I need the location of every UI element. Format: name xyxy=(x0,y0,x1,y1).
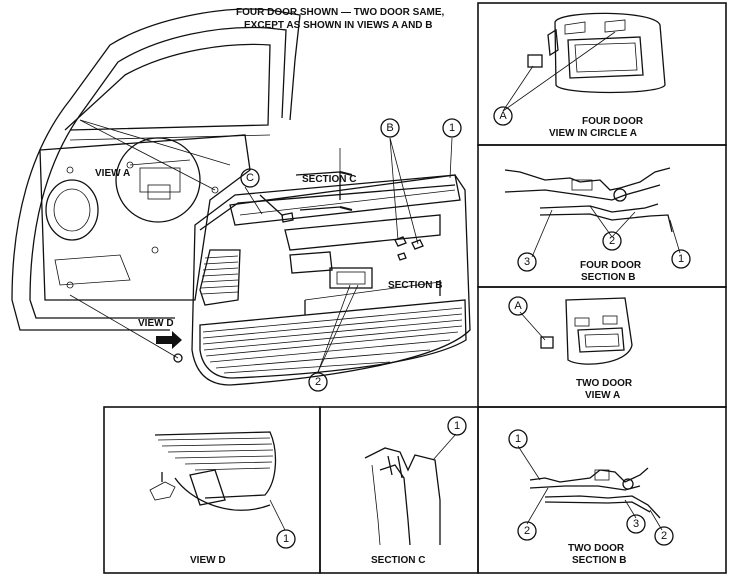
panel2-callout-1: 1 xyxy=(678,253,684,265)
panel1-line2: VIEW IN CIRCLE A xyxy=(549,128,637,139)
section-b-label: SECTION B xyxy=(388,280,442,291)
screw-c xyxy=(259,194,294,223)
panel-c-label: SECTION C xyxy=(371,555,425,566)
panel2-callout-3: 3 xyxy=(524,256,530,268)
main-exploded-view: VIEW A xyxy=(11,8,471,392)
panel1-line1: FOUR DOOR xyxy=(582,116,644,127)
panel4-callout-3: 3 xyxy=(633,518,639,530)
view-d-label: VIEW D xyxy=(138,318,174,329)
panel-d-callout-1: 1 xyxy=(283,533,289,545)
callout-2: 2 xyxy=(315,376,321,388)
header-note-line1: FOUR DOOR SHOWN — TWO DOOR SAME, xyxy=(236,7,445,18)
view-a-circle xyxy=(115,137,201,223)
callout-1: 1 xyxy=(449,122,455,134)
panel-four-door-view-a: A FOUR DOOR VIEW IN CIRCLE A xyxy=(477,2,727,146)
panel-two-door-section-b: 1 2 3 2 TWO DOOR SECTION B xyxy=(477,406,727,574)
panel4-line2: SECTION B xyxy=(572,555,626,566)
panel3-line2: VIEW A xyxy=(585,390,620,401)
panel2-line1: FOUR DOOR xyxy=(580,260,642,271)
view-d-ribs xyxy=(157,437,274,471)
panel3-callout-a: A xyxy=(514,300,522,312)
callout-c: C xyxy=(246,172,254,184)
panel4-callout-1: 1 xyxy=(515,433,521,445)
grille-lines xyxy=(200,255,239,295)
pocket-ribs xyxy=(202,307,463,374)
panel-section-c: 1 SECTION C xyxy=(319,406,479,574)
view-d-arrow xyxy=(156,331,182,349)
panel-two-door-view-a: A TWO DOOR VIEW A xyxy=(477,286,727,408)
panel4-callout-2b: 2 xyxy=(661,530,667,542)
speaker-grille xyxy=(199,249,241,306)
callout-b: B xyxy=(386,122,393,134)
panel-c-callout-1: 1 xyxy=(454,420,460,432)
map-pocket xyxy=(199,299,467,379)
panel4-line1: TWO DOOR xyxy=(568,543,625,554)
view-a-label: VIEW A xyxy=(95,168,130,179)
panel1-callout-a: A xyxy=(499,110,507,122)
screws-b xyxy=(394,236,424,261)
door-frame xyxy=(11,8,301,301)
header-note-line2: EXCEPT AS SHOWN IN VIEWS A AND B xyxy=(244,20,433,31)
speaker-opening xyxy=(45,179,99,241)
inner-door-panel xyxy=(39,134,251,301)
armrest xyxy=(229,174,461,226)
latch-bezel xyxy=(329,267,373,289)
panel3-line1: TWO DOOR xyxy=(576,378,633,389)
panel2-line2: SECTION B xyxy=(581,272,635,283)
trim-panel xyxy=(191,174,471,386)
panel-d-label: VIEW D xyxy=(190,555,226,566)
panel2-callout-2: 2 xyxy=(609,235,615,247)
panel-view-d: 1 VIEW D xyxy=(103,406,321,574)
panel-four-door-section-b: 3 2 1 FOUR DOOR SECTION B xyxy=(477,144,727,288)
panel4-callout-2a: 2 xyxy=(524,525,530,537)
section-c-label: SECTION C xyxy=(302,174,356,185)
